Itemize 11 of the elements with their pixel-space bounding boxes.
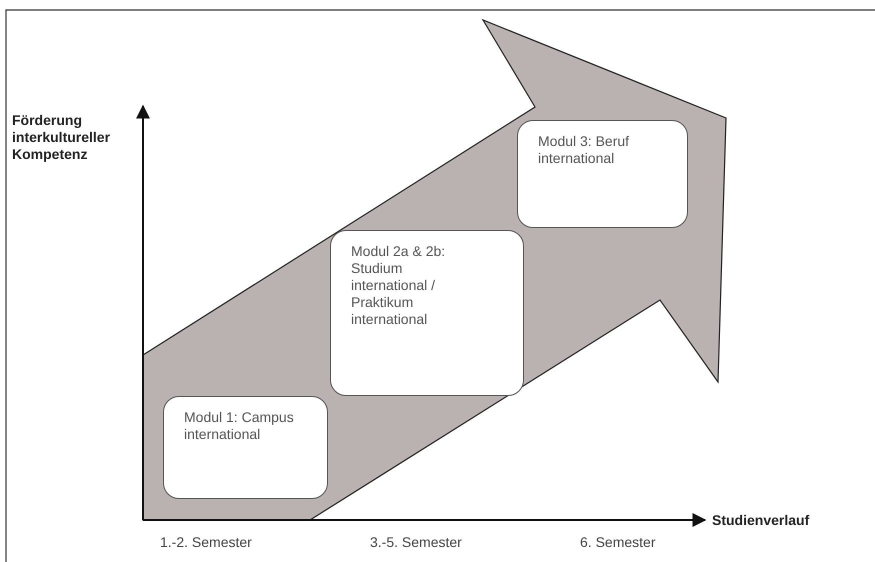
module-box bbox=[163, 396, 328, 499]
module-box bbox=[330, 230, 524, 396]
module-label: Modul 2a & 2b: Studium international / Praktikum international bbox=[351, 243, 446, 328]
module-box bbox=[517, 120, 688, 228]
axis-tick-label: 6. Semester bbox=[580, 534, 656, 551]
axis-tick-label: 3.-5. Semester bbox=[370, 534, 462, 551]
axis-tick-label: 1.-2. Semester bbox=[160, 534, 252, 551]
module-label: Modul 3: Beruf international bbox=[538, 133, 630, 167]
x-axis-title: Studienverlauf bbox=[712, 512, 810, 529]
module-label: Modul 1: Campus international bbox=[184, 409, 294, 443]
y-axis-title: Förderung interkultureller Kompetenz bbox=[12, 112, 112, 163]
